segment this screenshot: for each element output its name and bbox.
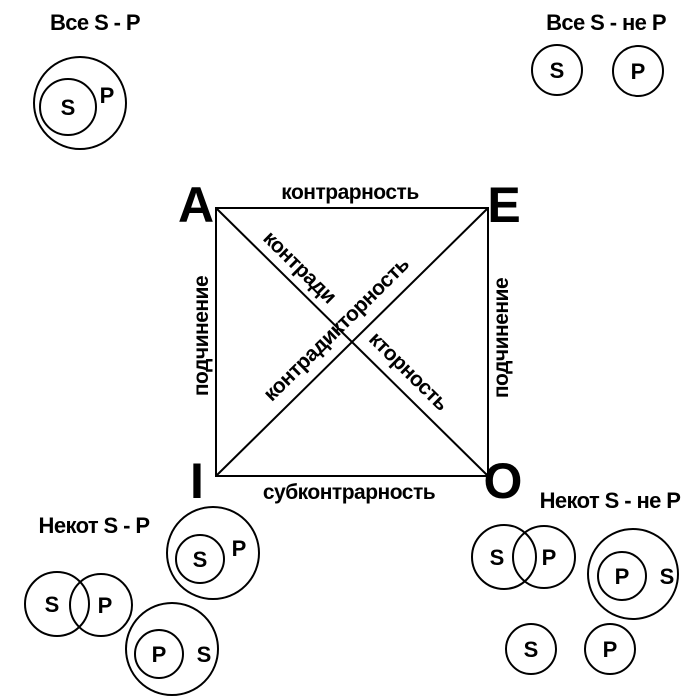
caption-o: Некот S - не P [540,488,681,513]
square-outline [215,207,489,477]
euler-circle-s [471,524,537,590]
euler-label-p: P [542,545,557,570]
euler-label-p: P [98,593,113,618]
euler-i-s-in-p: S P [166,506,260,600]
relation-bottom-label: субконтрарность [263,481,436,504]
euler-circle-p [166,506,260,600]
relation-left-label: подчинение [190,276,213,396]
euler-circle-s [125,602,219,696]
relation-diagonal-lower-label: кторность [364,327,453,415]
euler-circle-s [175,534,225,584]
euler-circle-p [512,525,576,589]
euler-circle-s [39,78,97,136]
euler-circle-p [597,551,647,601]
euler-o-p-in-s: P S [587,528,679,620]
euler-label-s: S [550,58,565,83]
corner-i-label: I [190,453,204,509]
euler-circle-p [134,629,184,679]
euler-label-s: S [61,95,76,120]
euler-label-s: S [193,547,208,572]
corner-o-label: O [484,453,523,509]
relation-right-label: подчинение [490,278,513,398]
euler-label-p: P [152,642,167,667]
euler-circle-p [612,45,664,97]
corner-e-label: E [487,177,520,233]
euler-e-separate: S P [531,44,664,97]
euler-label-s: S [490,545,505,570]
euler-label-s: S [660,564,675,589]
euler-i-overlap: S P [24,571,133,637]
caption-i: Некот S - P [39,513,150,538]
euler-label-p: P [603,637,618,662]
relation-diagonal-cross-label: контрадикторность [259,252,414,405]
euler-o-overlap: S P [471,524,576,590]
relation-top-label: контрарность [281,181,419,204]
caption-a: Все S - P [50,10,140,35]
relation-diagonal-upper-label: контради [258,227,340,309]
euler-label-s: S [524,637,539,662]
diagonal-e-i [215,207,489,477]
euler-label-s: S [197,642,212,667]
euler-circle-s [531,44,583,96]
euler-circle-p [33,56,127,150]
euler-circle-s [587,528,679,620]
euler-circle-s [505,623,557,675]
euler-label-p: P [232,536,247,561]
euler-circle-p [584,623,636,675]
euler-o-separate: S P [505,623,636,675]
euler-circle-s [24,571,90,637]
euler-a-s-in-p: S P [33,56,127,150]
euler-label-s: S [45,592,60,617]
caption-e: Все S - не P [546,10,666,35]
euler-label-p: P [615,564,630,589]
euler-circle-p [69,573,133,637]
corner-a-label: A [178,177,214,233]
euler-i-p-in-s: P S [125,602,219,696]
euler-label-p: P [100,83,115,108]
euler-label-p: P [631,59,646,84]
